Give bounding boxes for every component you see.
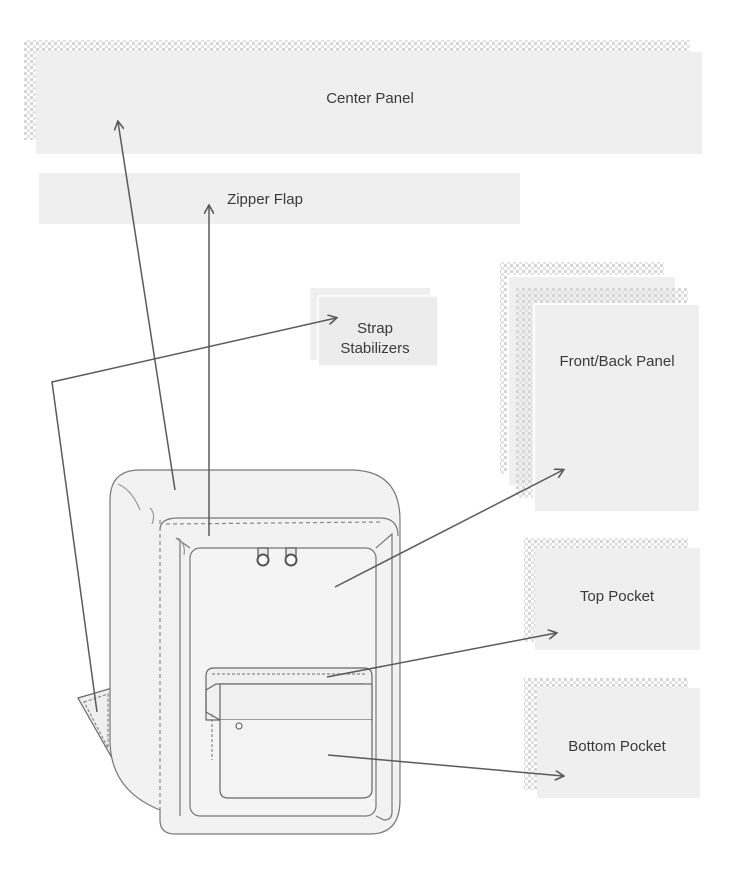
backpack-illustration (77, 469, 401, 835)
strap-stabilizers-label: Strap Stabilizers (325, 319, 425, 359)
arrow-to-strap-stabilizers (51, 318, 336, 713)
arrow-to-front-back-panel (334, 470, 563, 588)
front-pocket (205, 667, 373, 799)
arrows (51, 122, 563, 776)
top-pocket-piece (524, 538, 700, 650)
arrow-to-top-pocket (326, 633, 556, 678)
bottom-pocket-label: Bottom Pocket (568, 738, 666, 755)
arrow-to-center-panel (118, 122, 176, 491)
center-panel-label: Center Panel (326, 90, 414, 107)
arrow-to-bottom-pocket (327, 754, 563, 776)
strap-stabilizers-label-line-1: Strap (357, 320, 393, 337)
strap-stabilizers-label-line-2: Stabilizers (340, 340, 410, 357)
top-pocket-label: Top Pocket (579, 588, 655, 605)
zipper-flap-piece (39, 173, 520, 224)
center-panel-piece (24, 40, 702, 154)
strap-stabilizers-piece (310, 288, 439, 367)
zipper-flap-label: Zipper Flap (227, 191, 303, 208)
front-back-panel-piece (500, 262, 701, 513)
zipper-pulls (256, 547, 298, 567)
front-back-panel-label: Front/Back Panel (559, 353, 675, 370)
